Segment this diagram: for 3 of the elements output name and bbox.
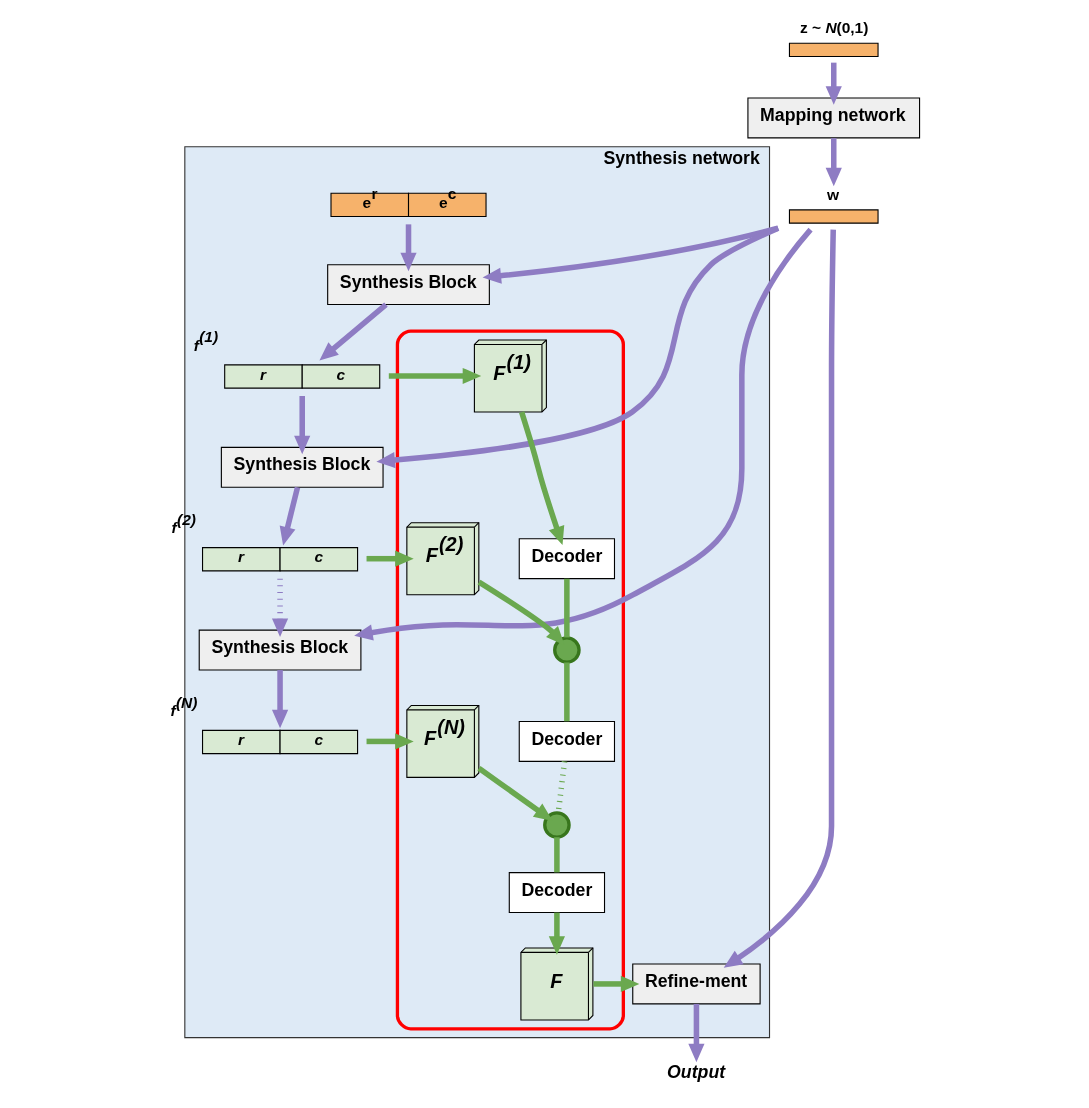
node-label: w: [826, 186, 839, 204]
node-label: z ~ N(0,1): [799, 19, 868, 37]
node-text: Output: [666, 1062, 725, 1083]
